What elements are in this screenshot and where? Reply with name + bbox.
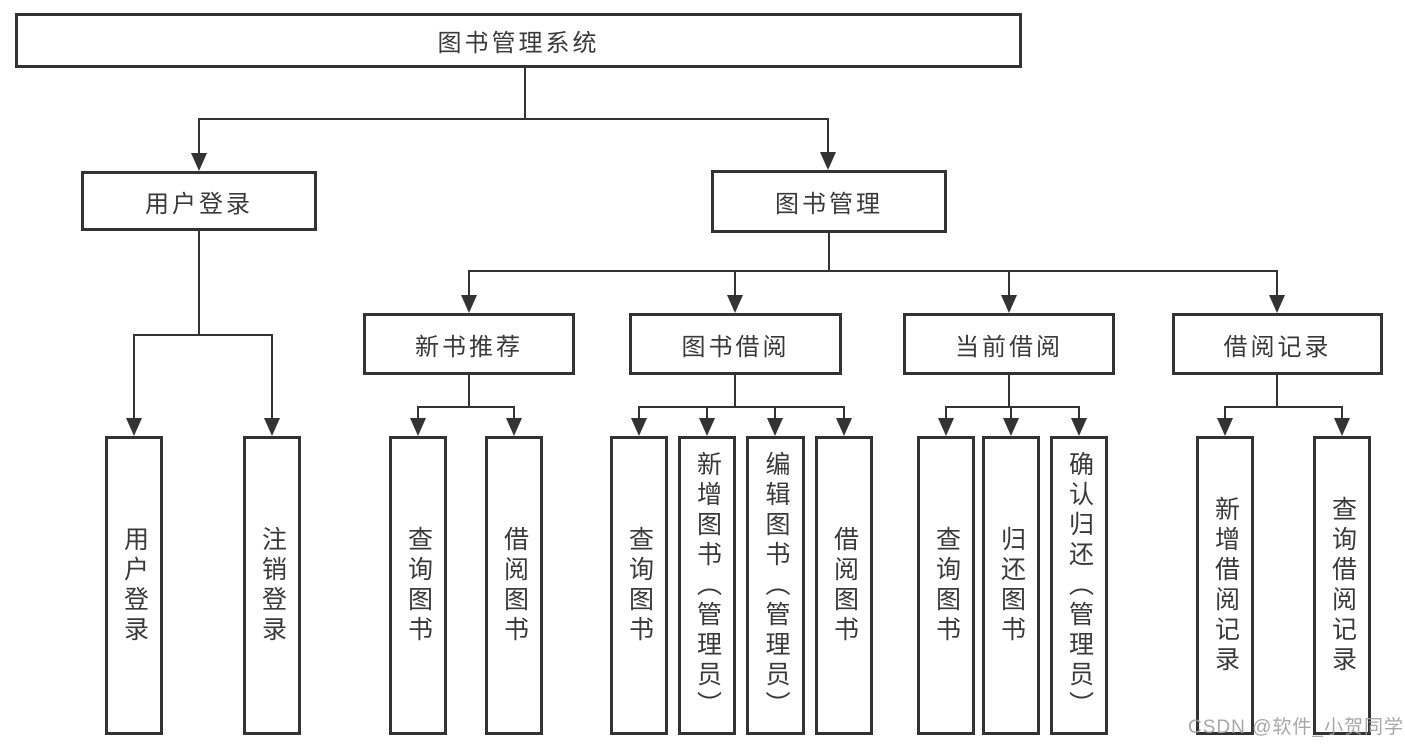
connector-line — [734, 375, 736, 407]
arrow-down-icon — [1217, 418, 1233, 436]
connector-line — [1276, 375, 1278, 407]
connector-line — [468, 375, 470, 407]
leaf-cb-confirm-return-admin: 确认归还（管理员） — [1050, 436, 1108, 735]
arrow-down-icon — [836, 418, 852, 436]
connector-line — [638, 406, 640, 418]
node-new-book-recommend: 新书推荐 — [363, 313, 575, 375]
arrow-down-icon — [126, 418, 142, 436]
connector-line — [133, 334, 273, 336]
node-book-borrow: 图书借阅 — [629, 313, 842, 375]
connector-line — [945, 406, 1080, 408]
connector-line — [1010, 406, 1012, 418]
leaf-logout: 注销登录 — [243, 436, 301, 735]
leaf-br-query-record: 查询借阅记录 — [1313, 436, 1371, 735]
node-borrow-records: 借阅记录 — [1172, 313, 1383, 375]
connector-line — [843, 406, 845, 418]
leaf-cb-query-books: 查询图书 — [917, 436, 975, 735]
leaf-bb-borrow-books: 借阅图书 — [815, 436, 873, 735]
arrow-down-icon — [727, 295, 743, 313]
connector-line — [1008, 375, 1010, 407]
leaf-br-add-record: 新增借阅记录 — [1196, 436, 1254, 735]
arrow-down-icon — [1269, 295, 1285, 313]
connector-line — [734, 270, 736, 295]
arrow-down-icon — [191, 153, 207, 171]
leaf-bb-edit-books-admin: 编辑图书（管理员） — [746, 436, 805, 735]
connector-line — [198, 118, 200, 153]
connector-line — [945, 406, 947, 418]
arrow-down-icon — [631, 418, 647, 436]
connector-line — [513, 406, 515, 418]
arrow-down-icon — [820, 152, 836, 170]
arrow-down-icon — [264, 418, 280, 436]
connector-line — [1078, 406, 1080, 418]
arrow-down-icon — [410, 418, 426, 436]
leaf-cb-return-books: 归还图书 — [982, 436, 1040, 735]
connector-line — [198, 231, 200, 335]
connector-line — [828, 233, 830, 271]
leaf-nb-borrow-books: 借阅图书 — [485, 436, 543, 735]
node-root: 图书管理系统 — [15, 13, 1022, 68]
connector-line — [1224, 406, 1226, 418]
leaf-bb-query-books: 查询图书 — [610, 436, 668, 735]
connector-line — [417, 406, 515, 408]
arrow-down-icon — [461, 295, 477, 313]
csdn-watermark: CSDN @软件_小贺同学 — [1188, 717, 1404, 738]
arrow-down-icon — [1003, 418, 1019, 436]
arrow-down-icon — [767, 418, 783, 436]
connector-line — [1008, 270, 1010, 295]
connector-line — [638, 406, 845, 408]
arrow-down-icon — [938, 418, 954, 436]
connector-line — [706, 406, 708, 418]
connector-line — [524, 68, 526, 119]
arrow-down-icon — [506, 418, 522, 436]
connector-line — [468, 270, 470, 295]
connector-line — [417, 406, 419, 418]
arrow-down-icon — [1334, 418, 1350, 436]
arrow-down-icon — [1071, 418, 1087, 436]
node-user-login: 用户登录 — [81, 171, 317, 231]
node-current-borrow: 当前借阅 — [903, 313, 1115, 375]
connector-line — [271, 334, 273, 418]
connector-line — [827, 118, 829, 152]
connector-line — [1224, 406, 1343, 408]
arrow-down-icon — [1001, 295, 1017, 313]
connector-line — [1276, 270, 1278, 295]
connector-line — [1341, 406, 1343, 418]
connector-line — [774, 406, 776, 418]
leaf-nb-query-books: 查询图书 — [389, 436, 447, 735]
connector-line — [468, 270, 1278, 272]
leaf-user-login: 用户登录 — [105, 436, 163, 735]
node-book-management: 图书管理 — [711, 170, 947, 233]
connector-line — [198, 118, 829, 120]
connector-line — [133, 334, 135, 418]
leaf-bb-add-books-admin: 新增图书（管理员） — [678, 436, 736, 735]
arrow-down-icon — [699, 418, 715, 436]
